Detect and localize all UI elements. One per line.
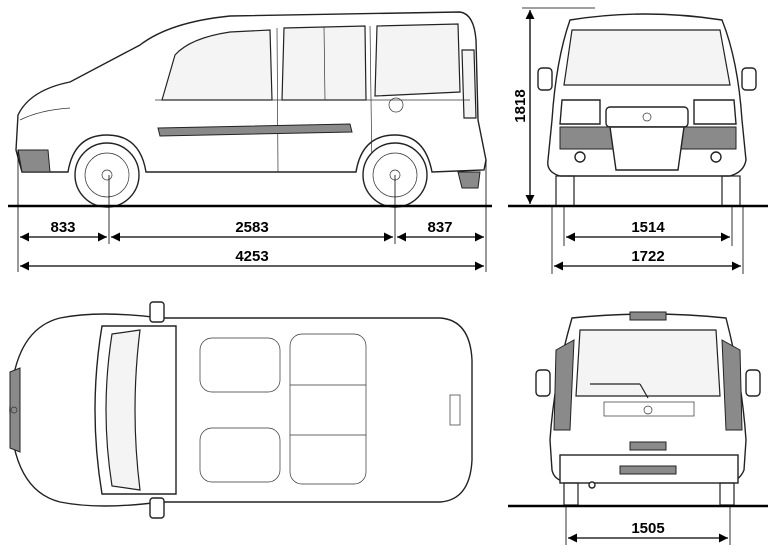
brake-light: [629, 311, 667, 321]
top-mirror-left: [149, 301, 165, 323]
right-mirror: [741, 67, 757, 91]
rear-view: [508, 311, 768, 508]
left-mirror: [537, 67, 553, 91]
front-track-label: 1514: [631, 219, 665, 236]
side-view: [8, 11, 492, 208]
rear-track-label: 1505: [631, 520, 664, 537]
top-view: [9, 301, 473, 519]
length-dimensions: 833 2583 837 4253: [17, 150, 487, 272]
front-wheel: [74, 142, 140, 208]
rear-mirror-right: [745, 369, 761, 397]
rear-mirror-left: [535, 369, 551, 397]
rear-track-dimension: 1505: [565, 506, 731, 545]
front-view: [508, 13, 768, 208]
overall-width-label: 1722: [631, 248, 664, 265]
rear-overhang-label: 837: [427, 219, 452, 236]
wheelbase-label: 2583: [235, 219, 268, 236]
overall-length-label: 4253: [235, 248, 268, 265]
front-overhang-label: 833: [50, 219, 75, 236]
overall-height-label: 1818: [512, 89, 529, 122]
top-mirror-right: [149, 497, 165, 519]
height-and-width-dimensions: 1818 1514 1722: [512, 7, 744, 274]
